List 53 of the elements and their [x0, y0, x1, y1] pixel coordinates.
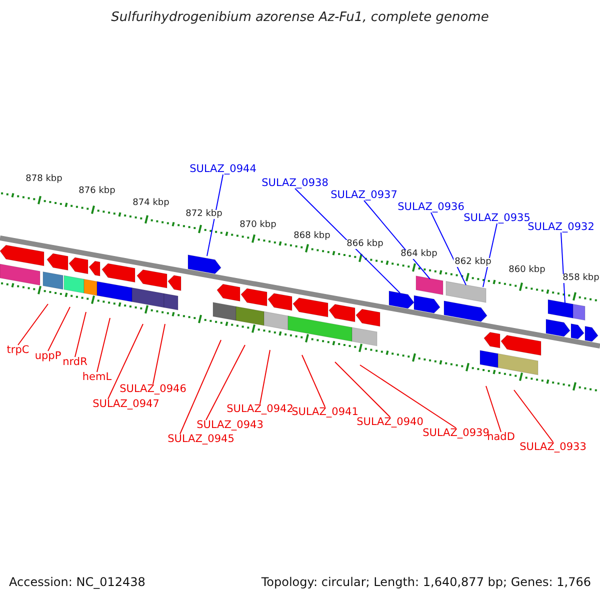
scale-label: 868 kbp: [292, 232, 332, 241]
leader-line: [180, 340, 222, 434]
gene-label: trpC: [6, 345, 30, 356]
scale-label: 870 kbp: [238, 221, 278, 230]
gene-label: SULAZ_0945: [168, 434, 234, 444]
gene-label: hemL: [82, 372, 112, 382]
gene-label: SULAZ_0933: [520, 442, 586, 452]
leader-line: [74, 312, 86, 358]
genome-info-text: Topology: circular; Length: 1,640,877 bp; Genes: 1,766: [261, 576, 591, 588]
leader-line: [260, 350, 270, 404]
gene-label: SULAZ_0942: [226, 404, 294, 414]
leader-line: [96, 318, 110, 372]
gene-label: SULAZ_0946: [120, 384, 186, 394]
gene-label: nadD: [487, 432, 515, 442]
leader-line: [360, 364, 456, 428]
gene-label: SULAZ_0935: [464, 213, 530, 224]
gene-label: nrdR: [62, 357, 88, 368]
scale-label: 862 kbp: [454, 258, 492, 267]
leader-line: [514, 390, 554, 442]
leader-line: [560, 232, 566, 304]
gene-label: SULAZ_0943: [196, 420, 264, 430]
scale-label: 866 kbp: [346, 240, 384, 249]
leader-line: [18, 304, 48, 346]
scale-label: 876 kbp: [78, 187, 116, 196]
leader-line: [294, 188, 400, 294]
leader-line: [430, 212, 466, 286]
leader-line: [108, 324, 144, 400]
accession-text: Accession: NC_012438: [9, 576, 146, 588]
scale-label: 858 kbp: [562, 274, 600, 283]
leader-line: [206, 344, 246, 420]
gene-label: SULAZ_0937: [330, 190, 398, 200]
leader-line: [152, 324, 166, 384]
scale-label: 878 kbp: [24, 175, 64, 184]
leader-line: [206, 174, 224, 256]
gene-label: SULAZ_0947: [92, 399, 160, 410]
gene-label: uppP: [34, 351, 62, 362]
gene-label: SULAZ_0940: [356, 417, 424, 428]
gene-label: SULAZ_0932: [528, 222, 594, 232]
leader-line: [334, 362, 390, 418]
gene-label: SULAZ_0944: [190, 164, 256, 174]
leader-line: [486, 386, 502, 432]
gene-label: SULAZ_0941: [292, 407, 358, 418]
gene-label: SULAZ_0936: [398, 202, 464, 212]
leader-line: [48, 306, 70, 352]
leader-line: [364, 200, 430, 280]
scale-label: 860 kbp: [508, 266, 546, 275]
leader-line: [302, 354, 326, 408]
scale-label: 872 kbp: [184, 210, 224, 219]
scale-label: 874 kbp: [132, 199, 170, 208]
title: Sulfurihydrogenibium azorense Az-Fu1, complete genome: [111, 11, 489, 24]
gene-label: SULAZ_0938: [262, 178, 328, 188]
gene-label: SULAZ_0939: [422, 428, 490, 438]
scale-label: 864 kbp: [400, 250, 438, 259]
